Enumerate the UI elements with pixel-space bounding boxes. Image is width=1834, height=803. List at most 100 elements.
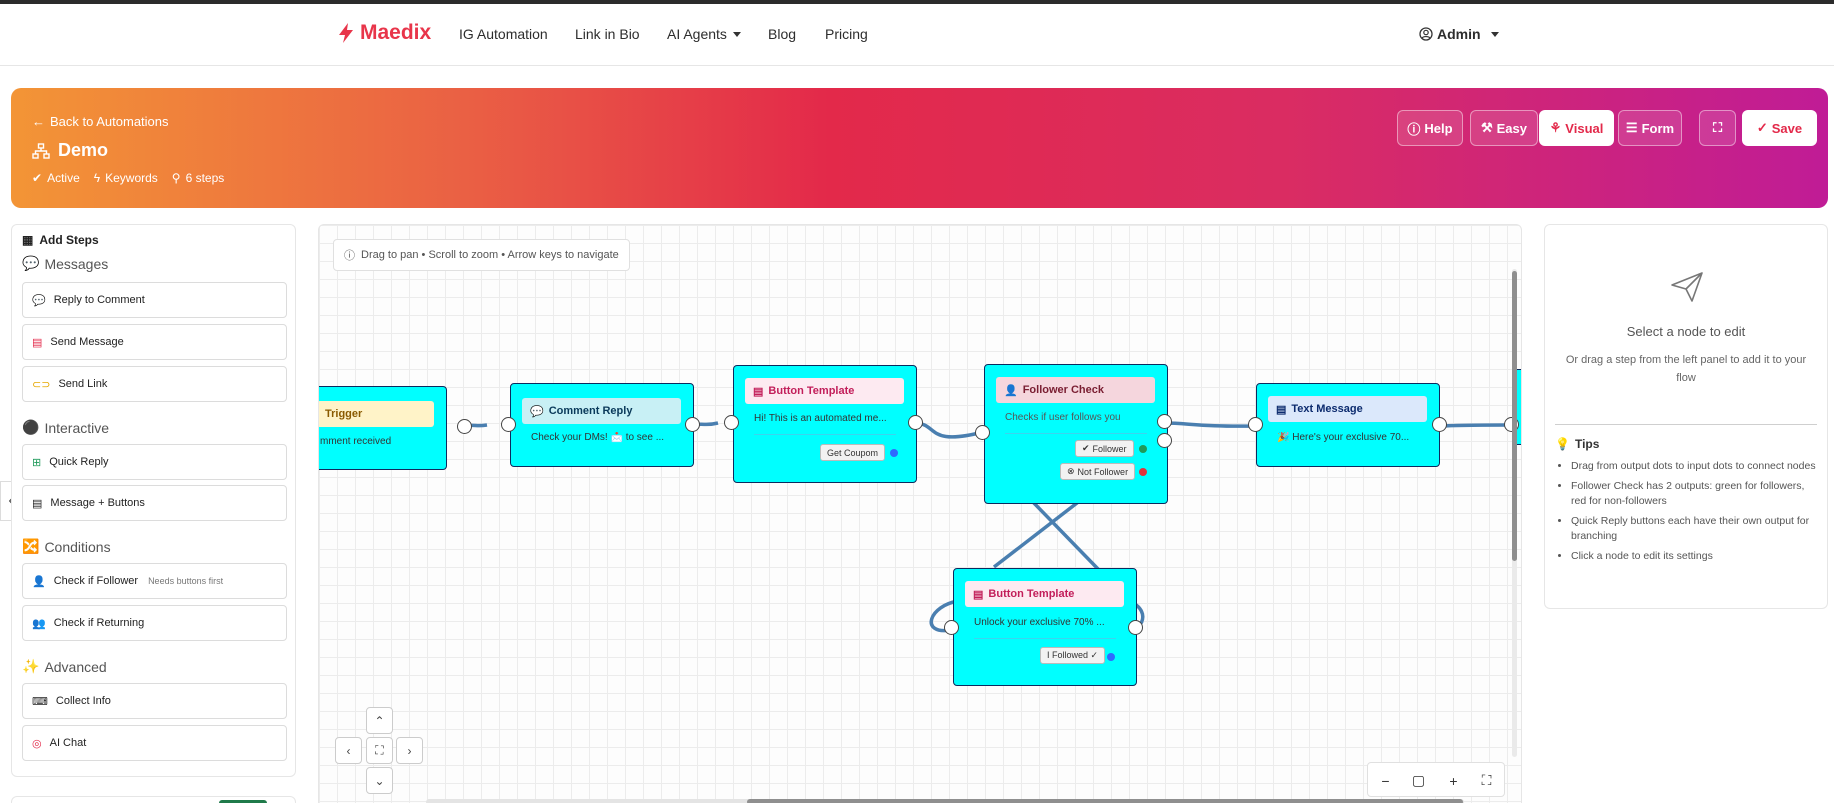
node-button-template-2[interactable]: ▤Button Template Unlock your exclusive 7…	[953, 568, 1137, 686]
step-send-message[interactable]: ▤Send Message	[22, 324, 287, 360]
button-output-dot[interactable]	[890, 449, 898, 457]
sparkles-icon: ✨	[22, 658, 40, 674]
node-follower-check[interactable]: 👤Follower Check Checks if user follows y…	[984, 364, 1168, 504]
step-ai-chat[interactable]: ◎AI Chat	[22, 725, 287, 761]
step-send-link[interactable]: ⊂⊃Send Link	[22, 366, 287, 402]
user-menu[interactable]: Admin	[1419, 26, 1499, 42]
automation-name: Demo	[58, 140, 109, 160]
nav-blog[interactable]: Blog	[768, 26, 797, 42]
node-comment-reply[interactable]: 💬Comment Reply Check your DMs! 📩 to see …	[510, 383, 694, 467]
node-title: Button Template	[988, 588, 1075, 600]
nav-pricing[interactable]: Pricing	[825, 26, 868, 42]
reset-zoom-button[interactable]: ▢	[1405, 767, 1432, 794]
chevron-down-icon: ⌄	[374, 773, 385, 788]
status-badge: ✔Active	[32, 171, 80, 185]
tip-item: Click a node to edit its settings	[1571, 549, 1821, 564]
section-conditions: 🔀Conditions	[22, 538, 111, 555]
follower-output-dot[interactable]	[1139, 445, 1147, 453]
node-trigger[interactable]: Trigger mment received	[319, 386, 447, 470]
brand-name: Maedix	[360, 21, 432, 44]
brand-logo[interactable]: Maedix	[336, 21, 431, 45]
zoom-out-button[interactable]: −	[1372, 767, 1399, 794]
link-text-next	[1443, 423, 1512, 428]
nav-ig-automation[interactable]: IG Automation	[459, 26, 548, 42]
easy-mode-button[interactable]: ⚒Easy	[1470, 110, 1538, 146]
sidebar-next-card	[11, 796, 296, 803]
input-port[interactable]	[944, 620, 959, 635]
step-count-text: 6 steps	[185, 171, 225, 185]
output-port[interactable]	[1157, 433, 1172, 448]
step-label: Send Message	[50, 336, 124, 348]
nav-ai-agents[interactable]: AI Agents	[667, 26, 741, 42]
section-label: Conditions	[44, 538, 111, 555]
id-card-icon: ⌨	[32, 695, 48, 708]
output-port[interactable]	[1128, 620, 1143, 635]
square-icon: ▢	[1411, 772, 1426, 788]
lightning-icon	[339, 23, 353, 43]
section-label: Messages	[44, 255, 109, 272]
visual-mode-button[interactable]: ⚘Visual	[1539, 110, 1614, 146]
output-port[interactable]	[1432, 417, 1447, 432]
user-check-icon: 👤	[32, 575, 46, 588]
add-steps-panel: ▦Add Steps 💬Messages 💬Reply to Comment ▤…	[11, 224, 296, 777]
pan-right-button[interactable]: ›	[396, 737, 423, 764]
message-icon: ▤	[1276, 403, 1287, 416]
not-follower-label: Not Follower	[1077, 466, 1129, 477]
node-button-template-1[interactable]: ▤Button Template Hi! This is an automate…	[733, 365, 917, 483]
pan-down-button[interactable]: ⌄	[366, 767, 393, 794]
fit-view-button[interactable]: ⛶	[366, 737, 393, 764]
lightning-icon: ϟ	[93, 171, 101, 185]
input-port[interactable]	[501, 417, 516, 432]
step-reply-to-comment[interactable]: 💬Reply to Comment	[22, 282, 287, 318]
signpost-icon: ⚲	[171, 171, 181, 185]
expand-icon: ⛶	[1712, 120, 1723, 135]
node-divider	[974, 638, 1116, 639]
tips-title: 💡Tips	[1555, 437, 1599, 451]
input-port[interactable]	[724, 415, 739, 430]
save-button[interactable]: ✓Save	[1742, 110, 1817, 146]
not-follower-output-dot[interactable]	[1139, 468, 1147, 476]
navbar: Maedix IG Automation Link in Bio AI Agen…	[0, 4, 1834, 66]
input-port[interactable]	[1248, 417, 1263, 432]
zoom-controls: − ▢ + ⛶	[1367, 762, 1505, 797]
zoom-in-button[interactable]: +	[1440, 767, 1467, 794]
template-icon: ▤	[973, 588, 984, 601]
top-strip	[0, 0, 1834, 4]
button-output-dot[interactable]	[1107, 653, 1115, 661]
nav-ai-agents-label: AI Agents	[667, 26, 727, 42]
form-mode-button[interactable]: ☰Form	[1618, 110, 1682, 146]
step-collect-info[interactable]: ⌨Collect Info	[22, 683, 287, 719]
fullscreen-canvas-button[interactable]: ⛶	[1473, 767, 1500, 794]
output-port[interactable]	[908, 415, 923, 430]
node-body: Check your DMs! 📩 to see ...	[531, 432, 665, 443]
output-port[interactable]	[457, 419, 472, 434]
output-port[interactable]	[685, 417, 700, 432]
fullscreen-button[interactable]: ⛶	[1699, 110, 1736, 146]
user-name: Admin	[1437, 26, 1481, 42]
step-check-returning[interactable]: 👥Check if Returning	[22, 605, 287, 641]
properties-panel: Select a node to edit Or drag a step fro…	[1544, 224, 1828, 609]
empty-state-title: Select a node to edit	[1626, 324, 1746, 339]
horizontal-scrollbar-thumb[interactable]	[747, 799, 1463, 803]
output-port[interactable]	[1157, 414, 1172, 429]
vertical-scrollbar-thumb[interactable]	[1512, 271, 1517, 561]
node-text-message[interactable]: ▤Text Message 🎉 Here's your exclusive 70…	[1256, 383, 1440, 467]
pan-left-button[interactable]: ‹	[335, 737, 362, 764]
nav-link-in-bio[interactable]: Link in Bio	[575, 26, 640, 42]
node-header: Trigger	[319, 401, 434, 427]
form-label: Form	[1641, 120, 1675, 136]
back-to-automations-link[interactable]: ← Back to Automations	[32, 114, 169, 129]
input-port[interactable]	[975, 425, 990, 440]
step-message-buttons[interactable]: ▤Message + Buttons	[22, 485, 287, 521]
connections-layer	[464, 421, 1512, 633]
comment-icon: 💬	[32, 294, 46, 307]
menu-button-icon: ▤	[32, 497, 43, 510]
node-title: Trigger	[325, 408, 363, 420]
pan-up-button[interactable]: ⌃	[366, 707, 393, 734]
caret-down-icon	[1490, 31, 1499, 37]
step-quick-reply[interactable]: ⊞Quick Reply	[22, 444, 287, 480]
